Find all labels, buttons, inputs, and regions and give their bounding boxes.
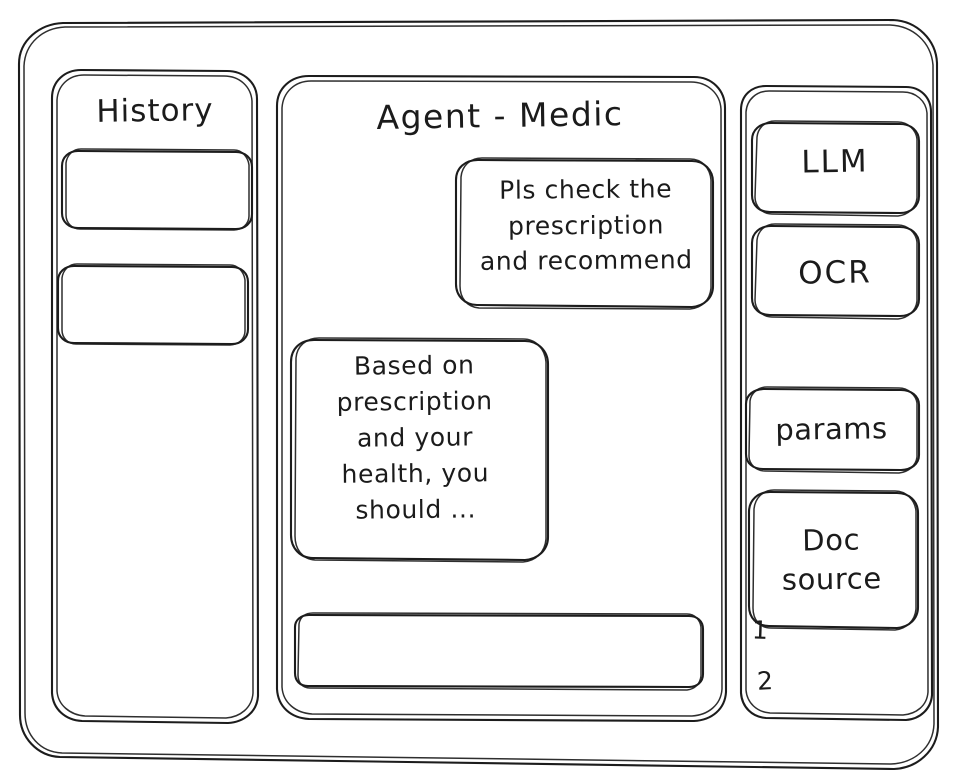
agent-panel-outline: [275, 74, 728, 723]
tool-ocr-button[interactable]: [752, 224, 919, 319]
history-item-2-outline: [56, 263, 250, 346]
doc-source-list-item-1[interactable]: [749, 610, 809, 652]
user-message-bubble-outline: [454, 157, 715, 310]
agent-message-bubble-outline: [289, 337, 550, 563]
user-message-bubble: [456, 158, 713, 309]
doc-source-button[interactable]: [749, 490, 918, 630]
doc-source-outline: [747, 489, 920, 631]
tools-panel-outline: [739, 84, 934, 722]
settings-params-button[interactable]: [746, 387, 919, 473]
settings-params-outline: [744, 386, 921, 474]
history-panel-outline: [50, 68, 260, 725]
composer-input-outline: [293, 612, 705, 691]
history-item-2[interactable]: [58, 264, 248, 345]
composer-input[interactable]: [295, 613, 703, 690]
tool-llm-outline: [750, 120, 921, 217]
doc-source-list-item-2[interactable]: [749, 658, 809, 700]
tool-llm-button[interactable]: [752, 121, 919, 216]
agent-message-bubble: [291, 338, 548, 562]
window-frame-outline: [17, 18, 940, 771]
history-item-1[interactable]: [62, 149, 252, 230]
history-item-1-outline: [60, 148, 254, 231]
tool-ocr-outline: [750, 223, 921, 320]
